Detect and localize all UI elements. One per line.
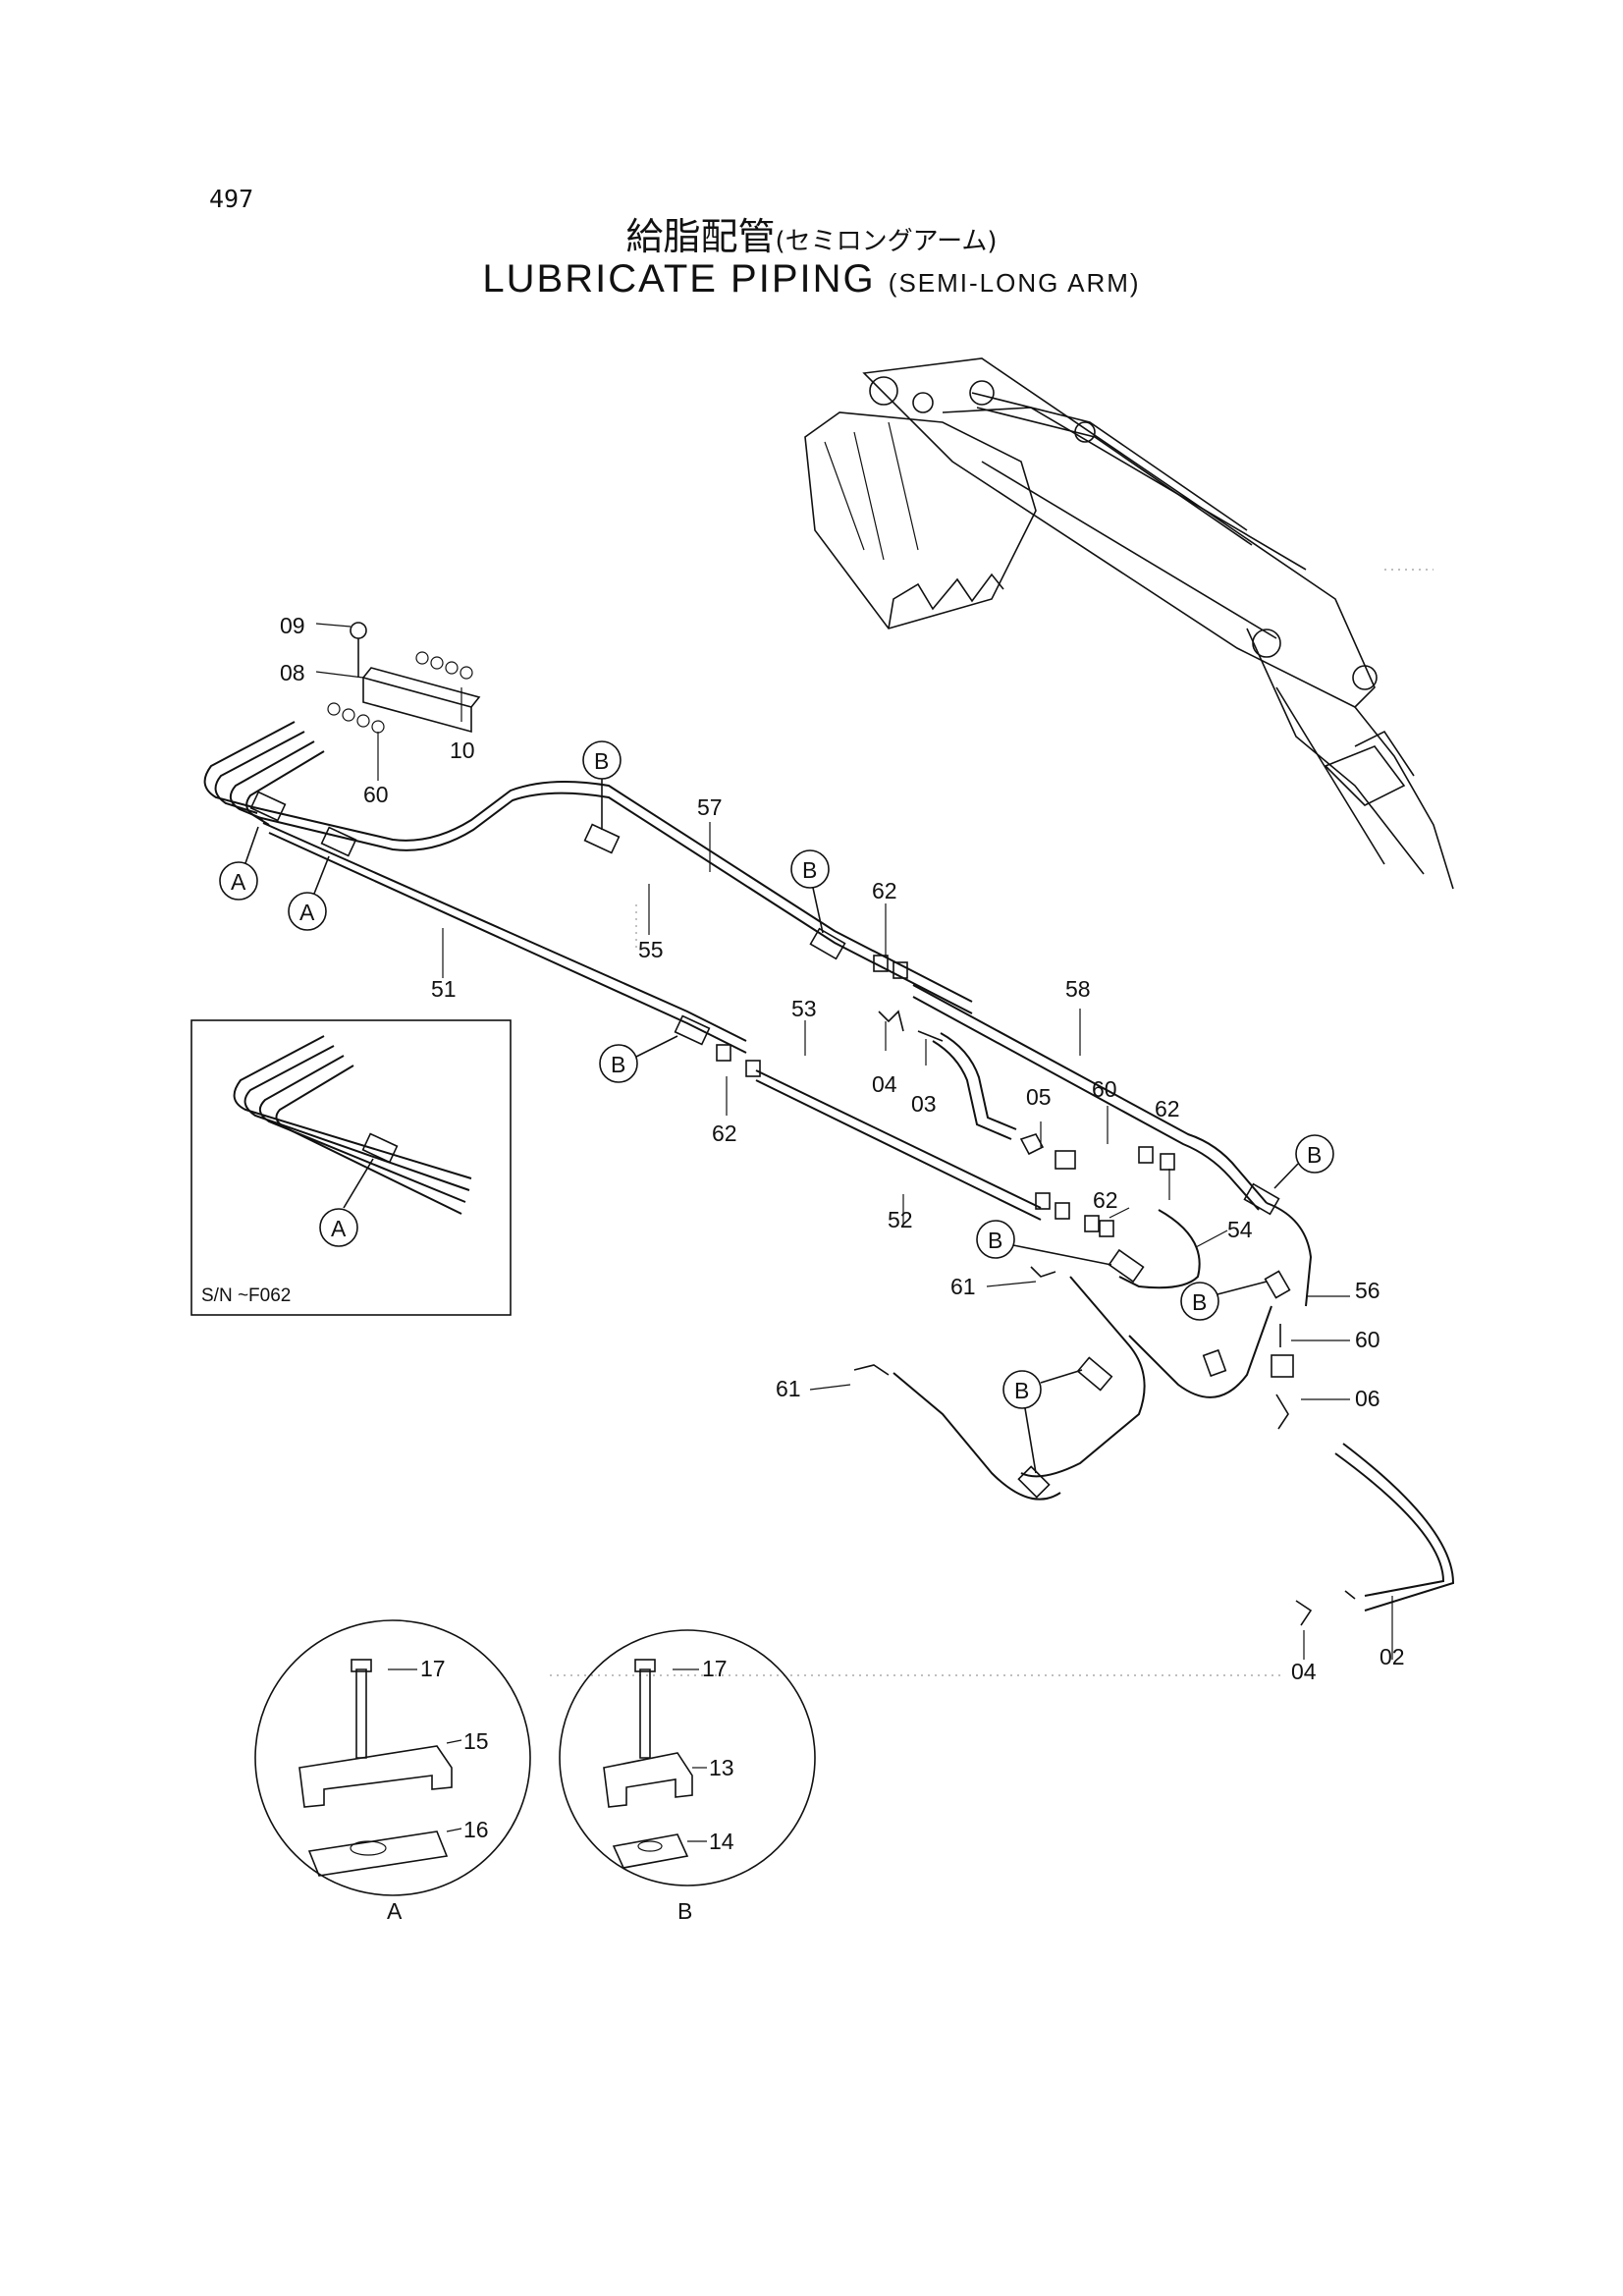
inset-callout-circle <box>319 1208 358 1247</box>
leader-lines <box>315 623 1393 1660</box>
callout-a-1: A <box>231 869 246 895</box>
label-part-04-bottom: 04 <box>1291 1659 1317 1684</box>
label-part-56: 56 <box>1355 1278 1380 1303</box>
inset-box: A S/N ~F062 <box>190 1019 512 1316</box>
label-part-10: 10 <box>450 738 475 763</box>
excavator-arm-illustration <box>804 357 1454 890</box>
label-part-60-mid: 60 <box>1092 1076 1117 1102</box>
detail-view-a: 17 15 16 A <box>254 1619 531 1924</box>
label-part-15: 15 <box>463 1728 489 1754</box>
label-part-55: 55 <box>638 937 664 962</box>
label-part-03: 03 <box>911 1091 937 1117</box>
pipe-bundle <box>203 721 1455 1612</box>
callout-b-3: B <box>611 1052 625 1077</box>
label-part-57: 57 <box>697 794 723 820</box>
label-part-17-a: 17 <box>420 1656 446 1681</box>
label-part-60-right: 60 <box>1355 1327 1380 1352</box>
label-part-09: 09 <box>280 613 305 638</box>
label-part-61-lower: 61 <box>776 1376 801 1401</box>
inset-callout-a: A <box>331 1216 347 1241</box>
callout-bubbles: A A B B B B B B B <box>219 740 1334 1474</box>
label-part-61-upper: 61 <box>950 1274 976 1299</box>
label-part-17-b: 17 <box>702 1656 728 1681</box>
detail-view-a-label: A <box>387 1898 403 1924</box>
detail-view-b: 17 13 14 B <box>559 1629 816 1924</box>
label-part-58: 58 <box>1065 976 1091 1002</box>
label-part-62-left: 62 <box>712 1121 737 1146</box>
label-part-08: 08 <box>280 660 305 685</box>
pipe-clamps <box>249 791 1291 1499</box>
callout-b-2: B <box>802 857 817 883</box>
title-english: LUBRICATE PIPING (SEMI-LONG ARM) <box>0 257 1623 301</box>
callout-b-1: B <box>594 748 609 774</box>
detail-view-b-label: B <box>677 1898 692 1924</box>
callout-b-7: B <box>1014 1378 1029 1403</box>
label-part-05: 05 <box>1026 1084 1052 1110</box>
label-part-60-top: 60 <box>363 782 389 807</box>
callout-b-5: B <box>988 1228 1002 1253</box>
label-part-14: 14 <box>709 1829 734 1854</box>
label-part-06: 06 <box>1355 1386 1380 1411</box>
label-part-52: 52 <box>888 1207 913 1232</box>
label-part-51: 51 <box>431 976 457 1002</box>
label-part-13: 13 <box>709 1755 734 1780</box>
callout-b-4: B <box>1307 1142 1322 1168</box>
label-part-62-top: 62 <box>872 878 897 903</box>
label-part-54: 54 <box>1227 1217 1253 1242</box>
title-jp-sub: (セミロングアーム) <box>775 227 998 256</box>
fittings <box>716 955 1356 1626</box>
page-number: 497 <box>209 185 254 213</box>
label-part-62-right: 62 <box>1155 1096 1180 1121</box>
label-part-62-center: 62 <box>1093 1187 1118 1213</box>
label-part-04-mid: 04 <box>872 1071 897 1097</box>
label-part-16: 16 <box>463 1817 489 1842</box>
callout-b-6: B <box>1192 1289 1207 1315</box>
title-japanese: 給脂配管(セミロングアーム) <box>0 206 1623 260</box>
part-number-labels: 09 08 10 60 57 55 51 62 58 53 04 03 05 6… <box>280 613 1405 1684</box>
title-en-main: LUBRICATE PIPING <box>482 257 876 301</box>
label-part-02: 02 <box>1380 1644 1405 1669</box>
inset-serial-note: S/N ~F062 <box>201 1285 291 1306</box>
callout-a-2: A <box>299 900 315 925</box>
distribution-block-illustration <box>327 622 481 734</box>
title-jp-main: 給脂配管 <box>625 215 776 258</box>
title-en-sub: (SEMI-LONG ARM) <box>888 268 1141 298</box>
label-part-53: 53 <box>791 996 817 1021</box>
